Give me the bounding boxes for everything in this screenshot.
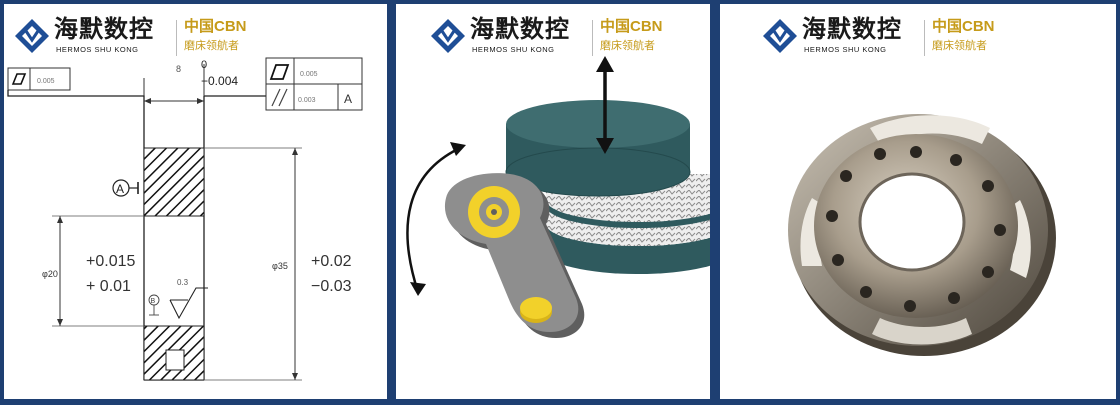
inner-diameter-dimension: φ20 +0.015 + 0.01 (42, 216, 135, 326)
finished-part-panel: 海默数控 HERMOS SHU KONG 中国CBN 磨床领航者 (720, 4, 1116, 399)
roughness-check-icon (169, 287, 208, 320)
logo-separator (176, 20, 177, 56)
flatness-frame-left: 0.005 (7, 67, 71, 91)
flatness-value-right: 0.005 (300, 71, 318, 78)
parallelism-value: 0.003 (298, 97, 316, 104)
vertical-feed-arrow-icon (596, 56, 614, 154)
company-logo-icon (15, 19, 49, 53)
logo-slogan: 磨床领航者 (600, 40, 655, 52)
datum-reference: A (344, 92, 352, 106)
tolerance-frame-right: 0.005 0.003 A (265, 57, 363, 111)
logo-slogan: 磨床领航者 (932, 40, 987, 52)
technical-drawing-panel: 海默数控 HERMOS SHU KONG 中国CBN 磨床领航者 0.005 (4, 4, 387, 399)
grinding-wheel (505, 100, 710, 274)
logo-separator (924, 20, 925, 56)
logo-name-cn: 海默数控 (470, 16, 570, 43)
thickness-mark: 8 (176, 64, 181, 74)
logo-slogan: 磨床领航者 (184, 40, 239, 52)
metal-part (788, 114, 1056, 356)
datum-label: A (116, 182, 124, 196)
center-bore (860, 174, 964, 270)
section-hatch-upper (143, 147, 205, 217)
logo-name-cn: 海默数控 (54, 16, 154, 43)
workpiece-lower (520, 297, 552, 319)
outer-diameter-dimension: φ35 +0.02 −0.03 (272, 148, 352, 380)
logo-brand: 中国CBN (600, 18, 663, 35)
parallelism-symbol-icon (271, 88, 281, 107)
grinding-process-panel: 海默数控 HERMOS SHU KONG 中国CBN 磨床领航者 (396, 4, 710, 399)
flatness-symbol-icon (11, 73, 27, 85)
grinding-illustration (406, 56, 710, 338)
datum-marker: A (112, 179, 139, 197)
outer-tol-upper: +0.02 (311, 253, 352, 270)
logo-name-cn: 海默数控 (802, 16, 902, 43)
surface-roughness-symbol: B 0.3 (148, 278, 208, 320)
part-drawing: 0.005 8 0 −0.004 0.005 0.003 (7, 57, 363, 381)
thickness-dimension: 8 0 −0.004 (144, 59, 238, 104)
rotation-arrow-icon (406, 142, 466, 296)
thickness-tol-lower: −0.004 (201, 74, 238, 88)
logo-brand: 中国CBN (184, 18, 247, 35)
logo-brand: 中国CBN (932, 18, 995, 35)
logo-name-en: HERMOS SHU KONG (56, 45, 139, 54)
inner-tol-upper: +0.015 (86, 253, 135, 270)
flatness-symbol-icon (269, 64, 290, 80)
logo-name-en: HERMOS SHU KONG (804, 45, 887, 54)
logo-separator (592, 20, 593, 56)
logo-name-en: HERMOS SHU KONG (472, 45, 555, 54)
workpiece-carrier (444, 173, 585, 338)
flatness-value-left: 0.005 (37, 78, 55, 85)
outer-diameter-label: φ35 (272, 261, 288, 271)
roughness-circle-label: B (151, 298, 156, 305)
inner-diameter-label: φ20 (42, 269, 58, 279)
inner-tol-lower: + 0.01 (86, 278, 131, 295)
thickness-tol-upper: 0 (201, 59, 207, 71)
outer-tol-lower: −0.03 (311, 278, 352, 295)
part-photo (788, 114, 1056, 356)
company-logo-icon (431, 19, 465, 53)
roughness-value: 0.3 (177, 278, 189, 287)
company-logo-icon (763, 19, 797, 53)
